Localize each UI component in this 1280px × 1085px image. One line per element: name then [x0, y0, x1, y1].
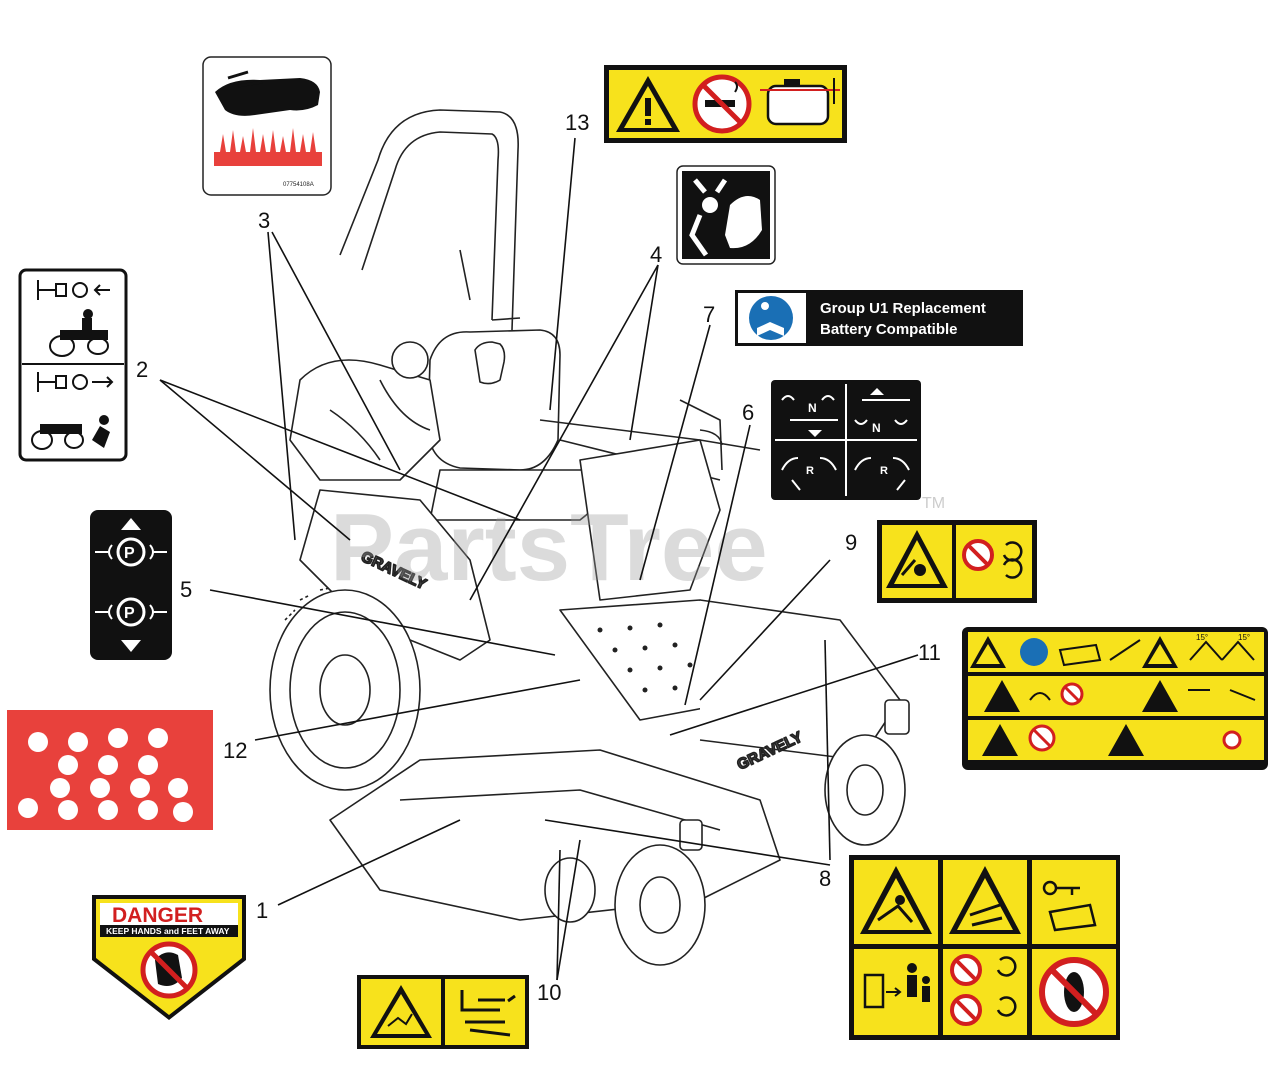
front-right-caster [824, 734, 906, 846]
decal-park-brake: P P [90, 510, 172, 660]
battery-line-2: Battery Compatible [820, 321, 958, 338]
battery-line-1: Group U1 Replacement [820, 300, 986, 317]
callout-13: 13 [565, 110, 589, 135]
watermark-text: PartsTree [330, 494, 768, 601]
rider-on-mower-icon [49, 309, 109, 357]
watermark-tm: TM [922, 495, 945, 512]
decal-drive-controls: N N R R [771, 380, 921, 500]
read-manual-icon [749, 296, 793, 340]
deck-gauge-wheel [544, 857, 596, 923]
console [299, 489, 491, 661]
manual-icon [1020, 638, 1048, 666]
callout-12: 12 [223, 738, 247, 763]
park-brake-symbol-bottom: P [124, 605, 135, 622]
callout-4: 4 [650, 242, 662, 267]
danger-subtitle: KEEP HANDS and FEET AWAY [106, 926, 230, 936]
callout-5: 5 [180, 577, 192, 602]
neutral-symbol-1: N [808, 401, 817, 415]
no-blade-rotating-icon [962, 539, 1023, 579]
rops-bar [339, 109, 519, 331]
callout-11: 11 [918, 640, 941, 665]
decal-hot-surface: 07754108A [202, 56, 332, 196]
decal-drive-bypass [18, 268, 128, 462]
neutral-symbol-2: N [872, 421, 881, 435]
no-step-icon [1039, 957, 1109, 1027]
callout-9: 9 [845, 530, 857, 555]
callout-8: 8 [819, 866, 831, 891]
grabbing-hand-icon [725, 196, 762, 249]
no-smoking-icon [692, 74, 752, 134]
callout-1: 1 [256, 898, 268, 923]
no-passenger-icons [1028, 682, 1242, 752]
slope-right-label: 15° [1238, 633, 1250, 642]
decal-blade-foot [357, 975, 529, 1049]
keep-bystanders-away-icon [863, 963, 930, 1009]
decal-cut-height-chart [7, 710, 213, 830]
front-left-caster [614, 844, 706, 966]
blade-contact-warning-icon [949, 866, 1021, 934]
reverse-symbol-1: R [806, 465, 814, 477]
no-blade-icons [950, 954, 1017, 1026]
push-mower-icon [31, 415, 110, 450]
heat-flames-icon [214, 128, 322, 166]
callout-10: 10 [537, 980, 561, 1005]
hand-icon [215, 78, 320, 116]
bypass-released-icon [37, 372, 114, 392]
remove-key-icon [1042, 880, 1097, 932]
callout-7: 7 [703, 302, 715, 327]
decal-battery: Group U1 Replacement Battery Compatible [735, 290, 1023, 346]
danger-title: DANGER [112, 904, 203, 927]
no-hands-icon [140, 941, 198, 999]
decal-fuel-warning [604, 65, 847, 143]
seat [427, 329, 561, 471]
decal-blade-rotation [877, 520, 1037, 603]
hot-surface-code: 07754108A [283, 182, 314, 188]
height-position-dots [18, 728, 193, 822]
decal-danger-hands-feet: DANGER KEEP HANDS and FEET AWAY [92, 895, 246, 1020]
watermark: PartsTree TM [330, 494, 945, 601]
left-control-lever [539, 419, 761, 451]
warning-triangle-icon [616, 76, 680, 132]
slope-left-label: 15° [1196, 633, 1208, 642]
decal-belt-entanglement [676, 165, 776, 265]
callout-6: 6 [742, 400, 754, 425]
mower-illustration: GRAVELY GRAVELY [269, 109, 910, 966]
blade-cut-warning-icon [370, 985, 432, 1038]
leader-lines [159, 137, 919, 981]
foot-position-icon [460, 990, 516, 1037]
fuel-tank-level-icon [760, 78, 840, 126]
bypass-engaged-icon [37, 280, 110, 300]
thrown-object-warning-icon [860, 866, 932, 934]
callout-3: 3 [258, 208, 270, 233]
decal-operator-warnings [849, 855, 1120, 1040]
decal-operator-safety: 15° 15° [962, 627, 1268, 770]
rear-left-tire [269, 587, 421, 791]
reverse-symbol-2: R [880, 465, 888, 477]
blade-hazard-icon [886, 530, 948, 588]
callout-numbers: 3 2 5 12 1 10 8 11 9 6 7 4 13 [136, 110, 941, 1005]
callout-2: 2 [136, 357, 148, 382]
park-brake-symbol-top: P [124, 545, 135, 562]
